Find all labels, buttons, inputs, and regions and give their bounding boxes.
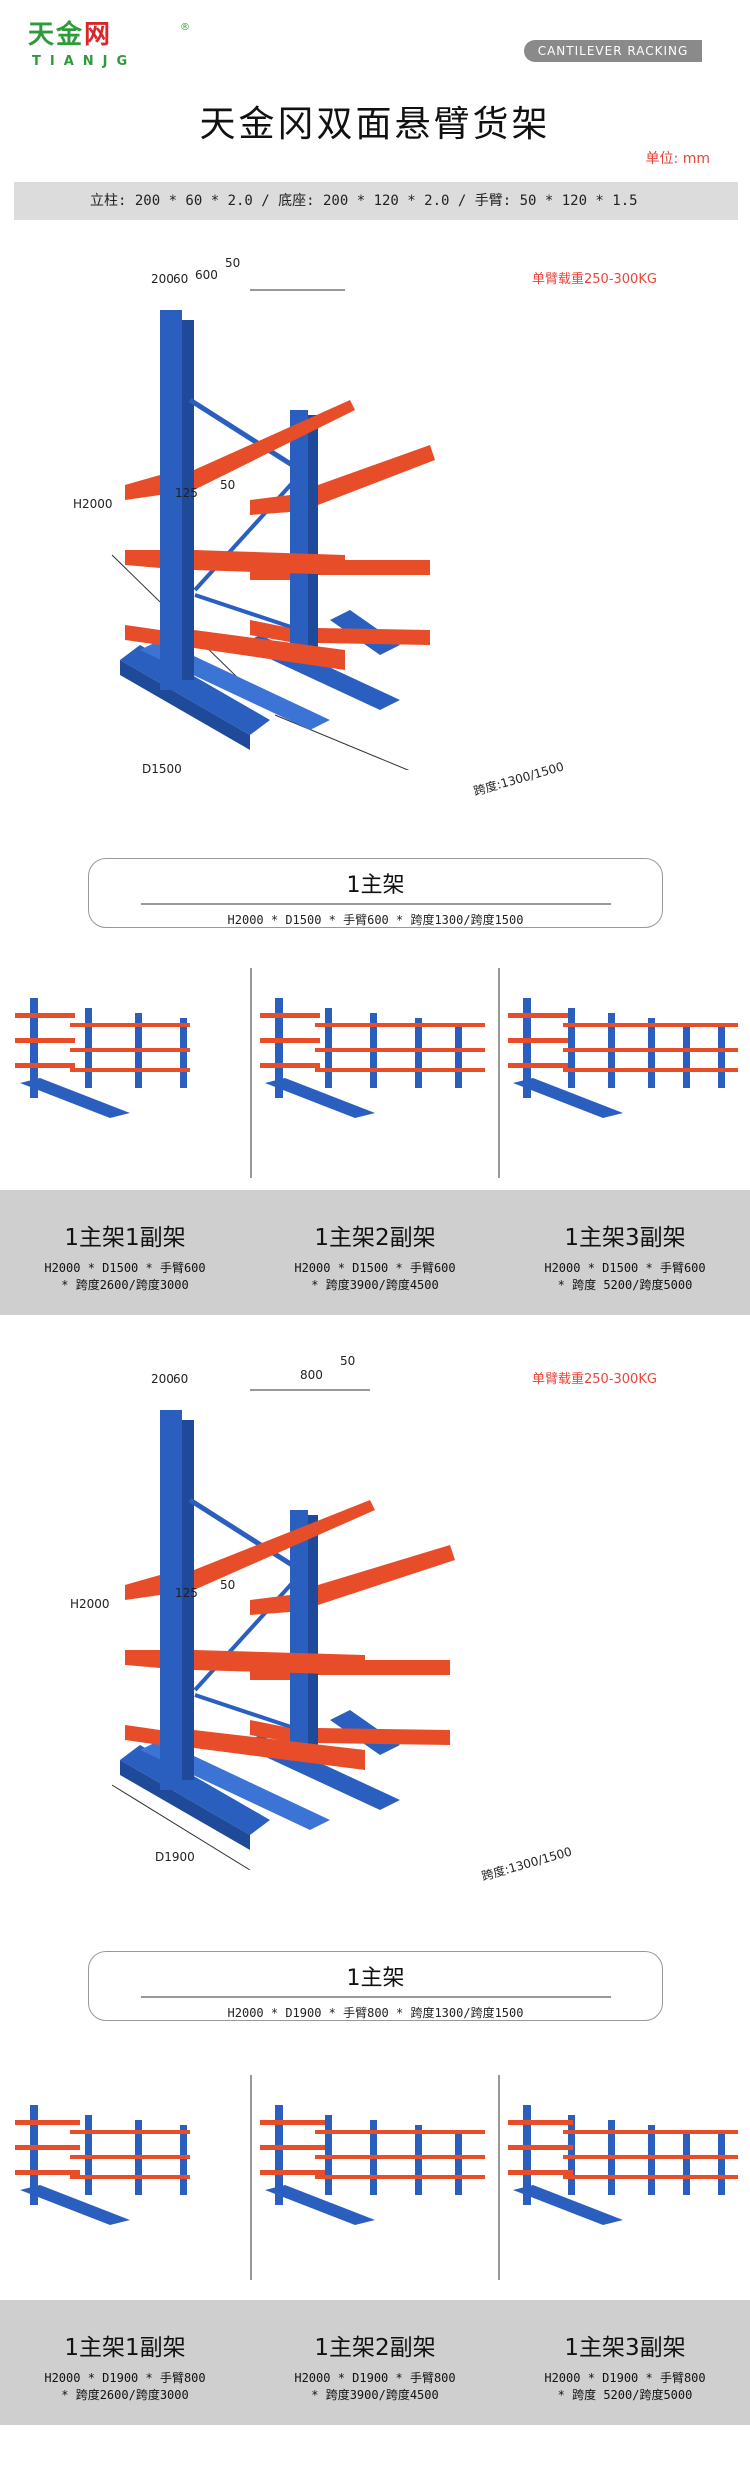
dim-column-depth: 60: [173, 272, 189, 286]
dim-height: H2000: [73, 497, 113, 511]
dim-column-width: 200: [151, 1372, 174, 1386]
dim-arm-gap: 125: [175, 1586, 198, 1600]
thumb-1-sub-3: [503, 968, 743, 1118]
variant-1-sub-1: 1主架1副架 H2000 * D1500 * 手臂600* 跨度2600/跨度3…: [0, 1190, 250, 1315]
column-divider: [498, 2075, 500, 2280]
dim-arm-length: 600: [195, 268, 218, 282]
rack-illustration: [111, 1389, 455, 1871]
rack-illustration: [111, 289, 435, 776]
dim-arm-tip: 50: [340, 1354, 356, 1368]
variant-spec: H2000 * D1500 * 手臂600* 跨度3900/跨度4500: [294, 1261, 456, 1292]
dim-arm-gap: 125: [175, 486, 198, 500]
variant-spec: H2000 * D1900 * 手臂800* 跨度 5200/跨度5000: [544, 2371, 706, 2402]
logo-text: 天金网: [28, 20, 113, 50]
registered-mark: ®: [180, 22, 190, 33]
load-capacity-note: 单臂载重250-300KG: [532, 1372, 657, 1387]
card-divider: [140, 1996, 611, 1998]
variant-title: 1主架2副架: [314, 1225, 436, 1251]
variant-title: 1主架1副架: [64, 2335, 186, 2361]
dim-depth: D1900: [155, 1850, 195, 1864]
header: 天金网 TIANJG ® CANTILEVER RACKING: [0, 0, 750, 75]
main-frame-card: 1主架 H2000 * D1900 * 手臂800 * 跨度1300/跨度150…: [88, 1951, 663, 2021]
column-divider: [498, 968, 500, 1178]
variant-2-sub-2: 1主架2副架 H2000 * D1900 * 手臂800* 跨度3900/跨度4…: [250, 2300, 500, 2425]
variant-spec: H2000 * D1900 * 手臂800* 跨度3900/跨度4500: [294, 2371, 456, 2402]
unit-note: 单位: mm: [645, 151, 710, 167]
material-spec-bar: 立柱: 200 * 60 * 2.0 / 底座: 200 * 120 * 2.0…: [14, 182, 738, 220]
variant-2-sub-1: 1主架1副架 H2000 * D1900 * 手臂800* 跨度2600/跨度3…: [0, 2300, 250, 2425]
thumb-2-sub-2: [255, 2075, 495, 2225]
variant-1-sub-3: 1主架3副架 H2000 * D1500 * 手臂600* 跨度 5200/跨度…: [500, 1190, 750, 1315]
main-frame-spec: H2000 * D1500 * 手臂600 * 跨度1300/跨度1500: [227, 913, 524, 927]
variant-title: 1主架2副架: [314, 2335, 436, 2361]
variant-title: 1主架3副架: [564, 2335, 686, 2361]
column-divider: [250, 968, 252, 1178]
dim-arm-length: 800: [300, 1368, 323, 1382]
dim-depth: D1500: [142, 762, 182, 776]
logo-latin: TIANJG: [32, 54, 137, 69]
rack-diagram-1: 200 60 600 50 H2000 125 50 D1500 跨度:1300…: [73, 250, 660, 799]
variant-2-sub-3: 1主架3副架 H2000 * D1900 * 手臂800* 跨度 5200/跨度…: [500, 2300, 750, 2425]
dim-arm-thickness: 50: [220, 478, 236, 492]
load-capacity-note: 单臂载重250-300KG: [532, 272, 657, 287]
main-frame-spec: H2000 * D1900 * 手臂800 * 跨度1300/跨度1500: [227, 2006, 524, 2020]
variant-spec: H2000 * D1500 * 手臂600* 跨度2600/跨度3000: [44, 1261, 206, 1292]
column-divider: [250, 2075, 252, 2280]
variant-spec: H2000 * D1900 * 手臂800* 跨度2600/跨度3000: [44, 2371, 206, 2402]
thumb-2-sub-3: [503, 2075, 743, 2225]
variant-band-2: 1主架1副架 H2000 * D1900 * 手臂800* 跨度2600/跨度3…: [0, 2300, 750, 2425]
dim-arm-tip: 50: [225, 256, 241, 270]
variant-title: 1主架3副架: [564, 1225, 686, 1251]
page-title: 天金冈双面悬臂货架: [199, 104, 551, 145]
main-frame-card: 1主架 H2000 * D1500 * 手臂600 * 跨度1300/跨度150…: [88, 858, 663, 928]
category-tag: CANTILEVER RACKING: [524, 40, 702, 62]
variant-title: 1主架1副架: [64, 1225, 186, 1251]
rack-diagram-2: 200 60 800 50 H2000 125 50 D1900 跨度:1300…: [70, 1350, 660, 1884]
variant-1-sub-2: 1主架2副架 H2000 * D1500 * 手臂600* 跨度3900/跨度4…: [250, 1190, 500, 1315]
thumb-1-sub-1: [10, 968, 250, 1118]
main-frame-title: 1主架: [346, 873, 405, 898]
dim-column-depth: 60: [173, 1372, 189, 1386]
dim-height: H2000: [70, 1597, 110, 1611]
thumb-1-sub-2: [255, 968, 495, 1118]
brand-logo[interactable]: 天金网 TIANJG ®: [28, 14, 190, 74]
dim-column-width: 200: [151, 272, 174, 286]
variant-band-1: 1主架1副架 H2000 * D1500 * 手臂600* 跨度2600/跨度3…: [0, 1190, 750, 1315]
variant-spec: H2000 * D1500 * 手臂600* 跨度 5200/跨度5000: [544, 1261, 706, 1292]
thumb-2-sub-1: [10, 2075, 250, 2225]
dim-arm-thickness: 50: [220, 1578, 236, 1592]
main-frame-title: 1主架: [346, 1966, 405, 1991]
card-divider: [140, 903, 611, 905]
